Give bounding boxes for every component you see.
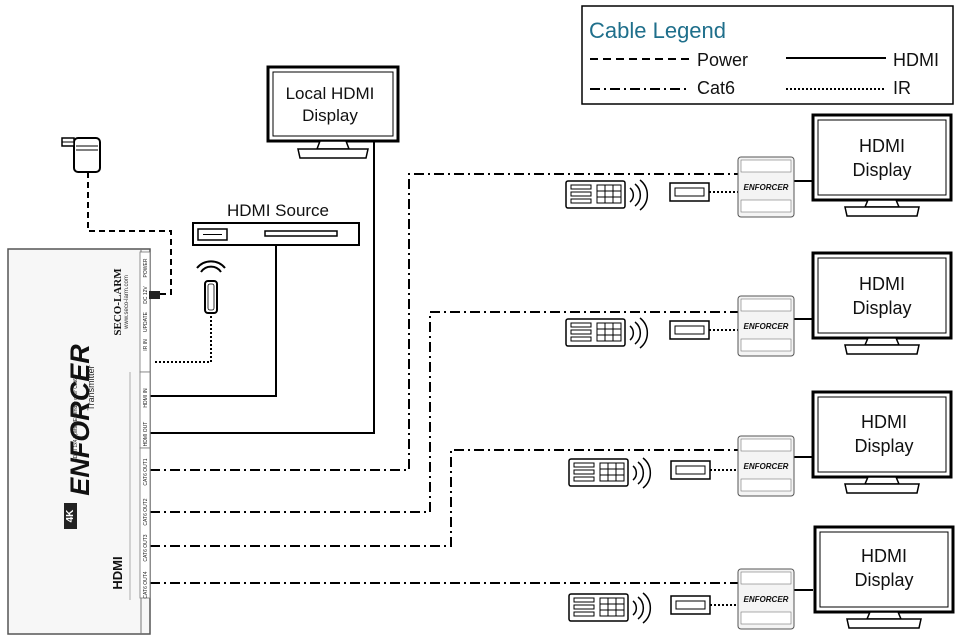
resolution-badge: 4K	[65, 509, 76, 523]
cat6-cable-1	[150, 173, 738, 471]
cable-legend: Cable Legend Power HDMI Cat6 IR	[581, 5, 954, 105]
receiver-brand: ENFORCER	[744, 322, 789, 331]
display-label-line1: HDMI	[861, 546, 907, 566]
cat6-cable-3	[150, 449, 738, 547]
receiver-brand: ENFORCER	[744, 183, 789, 192]
hdmi-display: HDMI Display	[811, 113, 953, 217]
port-label-cat6-out2: CAT6 OUT2	[143, 498, 149, 525]
display-label-line1: HDMI	[859, 274, 905, 294]
port-label-ir-in: IR IN	[143, 339, 149, 351]
ir-signal-icon	[629, 179, 649, 211]
port-label-hdmi-in: HDMI IN	[143, 388, 149, 408]
hdmi-source-label: HDMI Source	[227, 201, 329, 220]
display-label-line2: Display	[852, 298, 911, 318]
cat6-cable-2	[150, 311, 738, 513]
port-label-hdmi-out: HDMI OUT	[143, 422, 149, 447]
legend-ir-label: IR	[893, 78, 911, 98]
display-label-line1: HDMI	[859, 136, 905, 156]
4k-badge-bg	[64, 503, 77, 529]
port-label-cat6-out4: CAT6 OUT4	[143, 571, 149, 598]
model-text: HDMI 1x4 Splitter/Extender over Cat6	[73, 378, 79, 462]
ir-sensor-icon	[669, 182, 710, 202]
receiver-brand: ENFORCER	[744, 462, 789, 471]
hdmi-display: HDMI Display	[811, 251, 953, 355]
cables	[87, 141, 813, 591]
ir-remote-icon	[568, 458, 629, 487]
legend-cat6-label: Cat6	[697, 78, 735, 98]
hdmi-source-cable	[150, 245, 277, 397]
display-label-line1: HDMI	[861, 412, 907, 432]
port-label-cat6-out1: CAT6 OUT1	[143, 458, 149, 485]
receiver-row-4: ENFORCER HDMI Display	[568, 525, 955, 630]
ir-cable	[155, 312, 212, 363]
ir-emitter-icon	[196, 260, 226, 314]
receiver-unit: ENFORCER	[737, 435, 795, 497]
power-cable	[87, 172, 172, 295]
ir-remote-icon	[568, 593, 629, 622]
ir-sensor-icon	[670, 595, 711, 615]
legend-power-label: Power	[697, 50, 748, 70]
receiver-row-3: ENFORCER HDMI Display	[568, 390, 953, 497]
transmitter-type: Transmitter	[86, 365, 96, 410]
local-display-line1: Local HDMI	[286, 84, 375, 103]
hdmi-source-device: HDMI Source	[192, 201, 360, 246]
receiver-row-1: ENFORCER HDMI Display	[565, 113, 953, 218]
ir-sensor-icon	[669, 320, 710, 340]
ir-sensor-icon	[670, 460, 711, 480]
display-label-line2: Display	[854, 436, 913, 456]
transmitter-unit: ENFORCER 4K HDMI 1x4 Splitter/Extender o…	[7, 248, 160, 635]
seco-larm-logo: SECO-LARM	[112, 268, 124, 336]
receiver-unit: ENFORCER	[737, 156, 795, 218]
port-label-power: POWER	[143, 258, 149, 277]
hdmi-display: HDMI Display	[811, 390, 953, 494]
port-label-cat6-out3: CAT6 OUT3	[143, 534, 149, 561]
receiver-unit: ENFORCER	[737, 568, 795, 630]
receiver-row-2: ENFORCER HDMI Display	[565, 251, 953, 357]
ir-remote-icon	[565, 180, 626, 209]
port-label-dc12v: DC 12V	[143, 286, 149, 304]
local-display-line2: Display	[302, 106, 358, 125]
ir-remote-icon	[565, 318, 626, 347]
hdmi-logo: HDMI	[110, 556, 125, 589]
legend-hdmi-label: HDMI	[893, 50, 939, 70]
seco-larm-website: www.seco-larm.com	[124, 275, 130, 330]
power-adapter-icon	[61, 137, 101, 173]
ir-signal-icon	[632, 592, 652, 624]
display-label-line2: Display	[854, 570, 913, 590]
legend-title: Cable Legend	[589, 18, 726, 43]
dc-jack	[149, 291, 160, 299]
hdmi-local-cable	[150, 141, 375, 434]
receiver-unit: ENFORCER	[737, 295, 795, 357]
ir-signal-icon	[629, 317, 649, 349]
hdmi-display: HDMI Display	[813, 525, 955, 629]
port-label-update: UPDATE	[143, 311, 149, 332]
enforcer-brand: ENFORCER	[65, 344, 95, 496]
receiver-brand: ENFORCER	[744, 595, 789, 604]
ir-signal-icon	[632, 457, 652, 489]
local-hdmi-display: Local HDMI Display	[266, 65, 400, 159]
display-label-line2: Display	[852, 160, 911, 180]
